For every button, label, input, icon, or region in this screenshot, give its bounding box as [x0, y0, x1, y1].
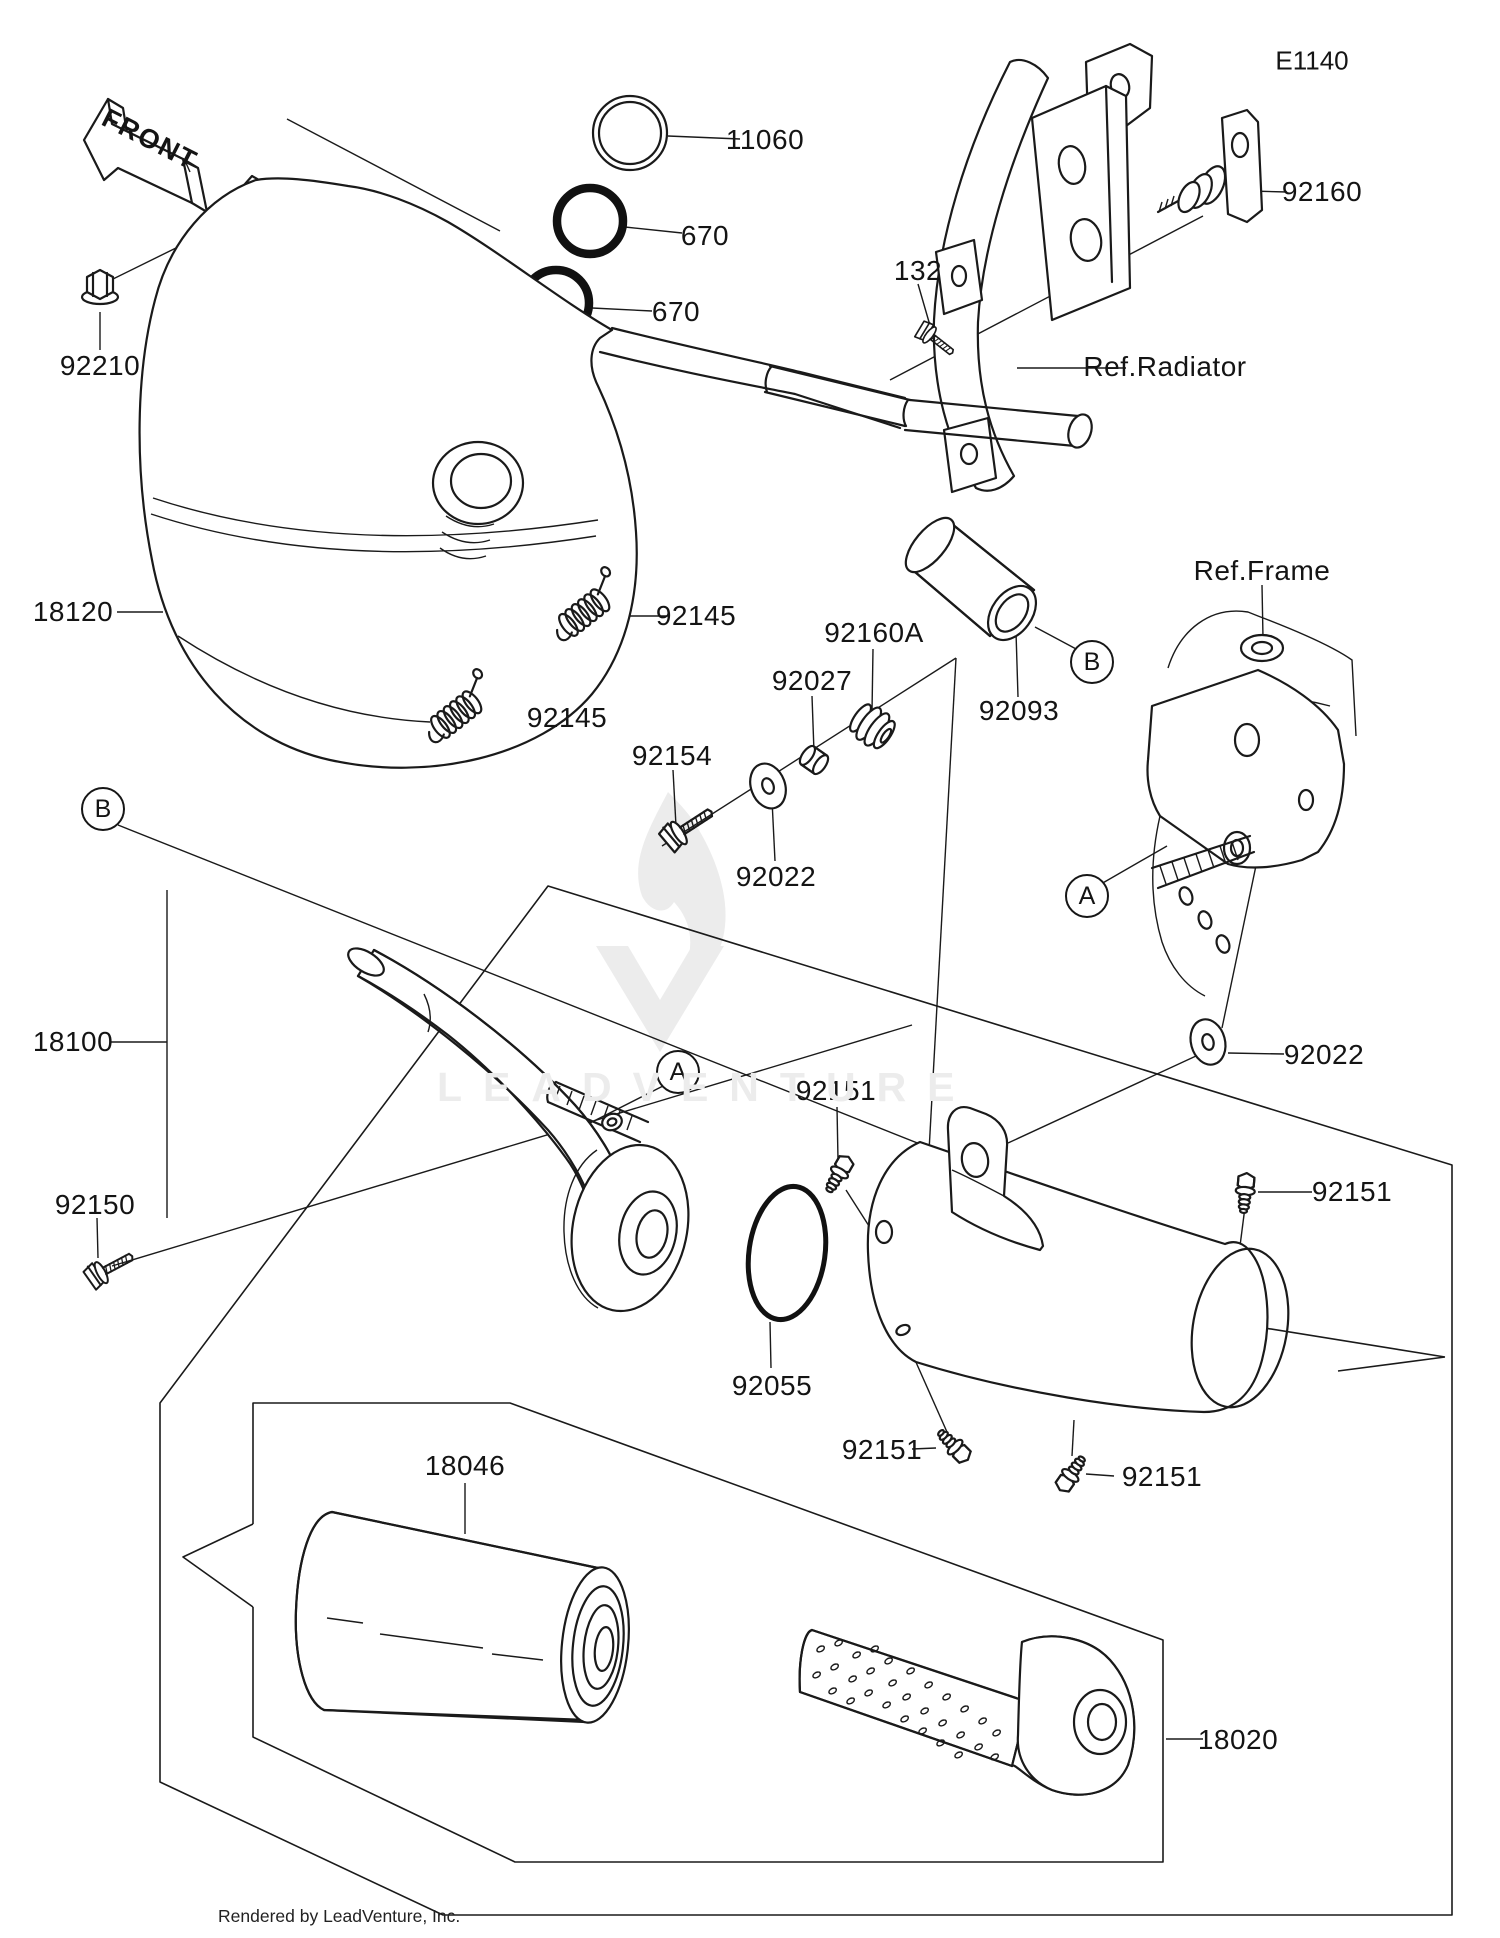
part-label-92022a[interactable]: 92022	[735, 861, 817, 892]
bolt-92151a-drawing	[819, 1150, 858, 1198]
bolt-92151b-drawing	[1232, 1171, 1258, 1215]
part-label-92151c[interactable]: 92151	[841, 1434, 923, 1465]
ref-label-radiator: Ref.Radiator	[1083, 351, 1247, 382]
perforation-dots	[812, 1639, 1001, 1761]
oring-670a-drawing	[552, 183, 628, 259]
part-label-92160[interactable]: 92160	[1281, 176, 1363, 207]
frame-bracket-drawing	[1146, 610, 1357, 997]
part-label-92027[interactable]: 92027	[771, 665, 853, 696]
damper-92160-drawing	[1156, 108, 1264, 224]
view-marker-b1: B	[81, 787, 125, 831]
part-label-92160a[interactable]: 92160A	[824, 617, 924, 648]
part-label-670a[interactable]: 670	[680, 220, 730, 251]
ref-label-frame: Ref.Frame	[1193, 555, 1331, 586]
part-label-92210[interactable]: 92210	[59, 350, 141, 381]
bolt-92151c-drawing	[931, 1423, 976, 1468]
gasket-92055-drawing	[745, 1183, 829, 1323]
bolt-92151d-drawing	[1051, 1450, 1092, 1497]
muffler-box-notch	[1245, 1324, 1446, 1372]
part-label-18046[interactable]: 18046	[424, 1450, 506, 1481]
view-marker-a2: A	[1065, 874, 1109, 918]
collar-92027-drawing	[798, 744, 830, 776]
view-marker-a1: A	[656, 1050, 700, 1094]
muffler-drawing	[866, 1106, 1290, 1414]
header-pipe-18100-drawing	[347, 947, 690, 1313]
silencer-box-notch	[182, 1523, 254, 1608]
part-label-92055[interactable]: 92055	[731, 1370, 813, 1401]
part-label-670b[interactable]: 670	[651, 296, 701, 327]
part-label-92151d[interactable]: 92151	[1121, 1461, 1203, 1492]
radiator-bracket-drawing	[932, 42, 1154, 494]
part-label-92145a[interactable]: 92145	[655, 600, 737, 631]
part-label-92154[interactable]: 92154	[631, 740, 713, 771]
part-label-18120[interactable]: 18120	[32, 596, 114, 627]
render-credit: Rendered by LeadVenture, Inc.	[218, 1906, 461, 1926]
part-label-132[interactable]: 132	[893, 255, 943, 286]
front-direction-arrow: FRONT	[82, 97, 209, 214]
part-label-92151b[interactable]: 92151	[1311, 1176, 1393, 1207]
part-label-92151a[interactable]: 92151	[795, 1075, 877, 1106]
part-label-18020[interactable]: 18020	[1197, 1724, 1279, 1755]
view-marker-b2: B	[1070, 640, 1114, 684]
part-label-92150[interactable]: 92150	[54, 1189, 136, 1220]
part-label-92022b[interactable]: 92022	[1283, 1039, 1365, 1070]
expansion-chamber-18120-drawing	[138, 174, 1093, 769]
nut-92210-drawing	[80, 268, 120, 306]
muffler-group-box	[159, 885, 1453, 1916]
watermark-text: LEADVENTURE	[437, 1064, 976, 1110]
silencer-core-18020-drawing	[798, 1628, 1136, 1796]
silencer-group-box	[252, 1402, 1164, 1863]
part-label-92145b[interactable]: 92145	[526, 702, 608, 733]
part-label-11060[interactable]: 11060	[725, 124, 805, 155]
pipe-92093-drawing	[904, 516, 1038, 642]
gasket-11060-drawing	[591, 94, 669, 172]
part-label-92093[interactable]: 92093	[978, 695, 1060, 726]
bolt-92150-drawing	[80, 1244, 140, 1292]
group-border-boxes	[159, 885, 1453, 1916]
diagram-code: E1140	[1275, 45, 1349, 76]
damper-92160a-drawing	[849, 703, 896, 750]
part-label-18100[interactable]: 18100	[32, 1026, 114, 1057]
silencer-18046-drawing	[294, 1510, 630, 1724]
